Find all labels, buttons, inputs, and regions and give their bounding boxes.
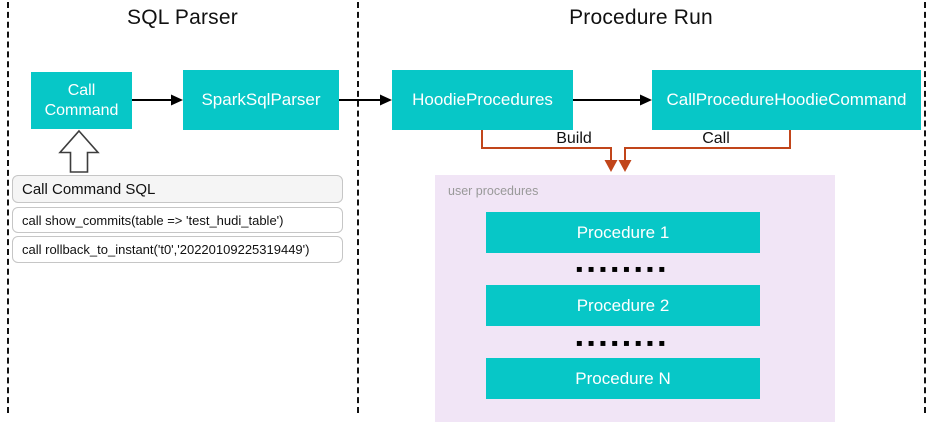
hoodie-procedures-node: HoodieProcedures [392,70,573,130]
section-divider-right [924,2,926,413]
user-procedures-panel: user procedures Procedure 1 ▪▪▪▪▪▪▪▪ Pro… [435,175,835,422]
procedure-n-node: Procedure N [486,358,760,399]
procedure-1-node: Procedure 1 [486,212,760,253]
arrow-sparksqlparser-to-hoodieprocedures [339,94,392,106]
call-procedure-hoodie-command-node: CallProcedureHoodieCommand [652,70,921,130]
hollow-up-arrow [58,129,100,173]
sql-parser-section-title: SQL Parser [127,6,238,29]
call-command-sql-header: Call Command SQL [12,175,343,203]
build-arrow-label: Build [556,130,592,147]
arrow-callcommand-to-sparksqlparser [132,94,183,106]
section-divider-left [7,2,9,413]
user-procedures-label: user procedures [448,184,539,198]
build-arrow [481,130,618,172]
ellipsis-dots: ▪▪▪▪▪▪▪▪ [575,264,671,275]
ellipsis-dots: ▪▪▪▪▪▪▪▪ [575,338,671,349]
call-command-node: Call Command [31,72,132,129]
sql-example-row: call show_commits(table => 'test_hudi_ta… [12,207,343,233]
spark-sql-parser-node: SparkSqlParser [183,70,339,130]
sql-example-row: call rollback_to_instant('t0','202201092… [12,236,343,263]
call-arrow-label: Call [702,130,730,147]
procedure-run-section-title: Procedure Run [569,6,713,29]
arrow-hoodieprocedures-to-callprocedure [573,94,652,106]
procedure-2-node: Procedure 2 [486,285,760,326]
section-divider-middle [357,2,359,413]
